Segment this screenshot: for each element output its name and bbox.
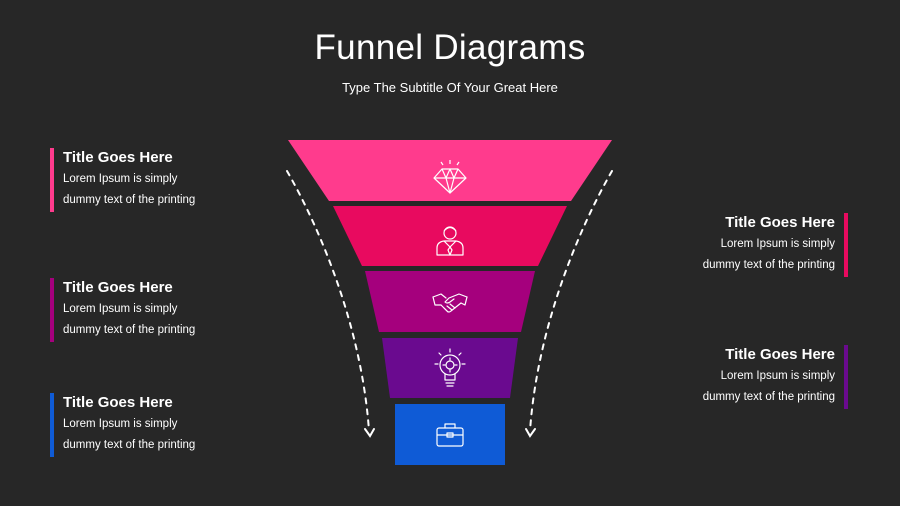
callout-title: Title Goes Here	[63, 149, 173, 166]
callout-accent-bar	[50, 278, 54, 342]
callout-text-line-1: Lorem Ipsum is simply	[720, 370, 835, 382]
callout-text-line-2: dummy text of the printing	[63, 194, 196, 206]
callout-4: Title Goes Here Lorem Ipsum is simply du…	[648, 345, 848, 409]
callout-text-line-2: dummy text of the printing	[702, 259, 835, 271]
callout-title: Title Goes Here	[725, 214, 835, 231]
briefcase-icon	[436, 423, 464, 447]
diamond-icon	[433, 160, 467, 194]
funnel-stage-1[interactable]	[288, 140, 612, 201]
callout-accent-bar	[844, 213, 848, 277]
callout-title: Title Goes Here	[725, 346, 835, 363]
callout-text-line-1: Lorem Ipsum is simply	[63, 173, 178, 185]
callout-text-line-2: dummy text of the printing	[702, 391, 835, 403]
callout-accent-bar	[844, 345, 848, 409]
callout-title: Title Goes Here	[63, 279, 173, 296]
lightbulb-gear-icon	[434, 348, 466, 387]
dashed-arrow-down-icon	[286, 170, 375, 438]
businessman-icon	[436, 226, 464, 256]
callout-accent-bar	[50, 148, 54, 212]
callout-accent-bar	[50, 393, 54, 457]
callout-text-line-1: Lorem Ipsum is simply	[63, 418, 178, 430]
callout-5: Title Goes Here Lorem Ipsum is simply du…	[50, 393, 250, 457]
callout-2: Title Goes Here Lorem Ipsum is simply du…	[648, 213, 848, 277]
callout-3: Title Goes Here Lorem Ipsum is simply du…	[50, 278, 250, 342]
callout-1: Title Goes Here Lorem Ipsum is simply du…	[50, 148, 250, 212]
page-title: Funnel Diagrams	[314, 28, 586, 67]
callout-text-line-1: Lorem Ipsum is simply	[63, 303, 178, 315]
funnel-stage-4[interactable]	[382, 338, 518, 398]
callout-text-line-1: Lorem Ipsum is simply	[720, 238, 835, 250]
dashed-arrow-down-icon	[525, 170, 613, 438]
handshake-icon	[432, 293, 468, 313]
page-subtitle: Type The Subtitle Of Your Great Here	[342, 80, 558, 95]
callout-text-line-2: dummy text of the printing	[63, 324, 196, 336]
callout-title: Title Goes Here	[63, 394, 173, 411]
callout-text-line-2: dummy text of the printing	[63, 439, 196, 451]
funnel-stage-2[interactable]	[333, 206, 567, 266]
